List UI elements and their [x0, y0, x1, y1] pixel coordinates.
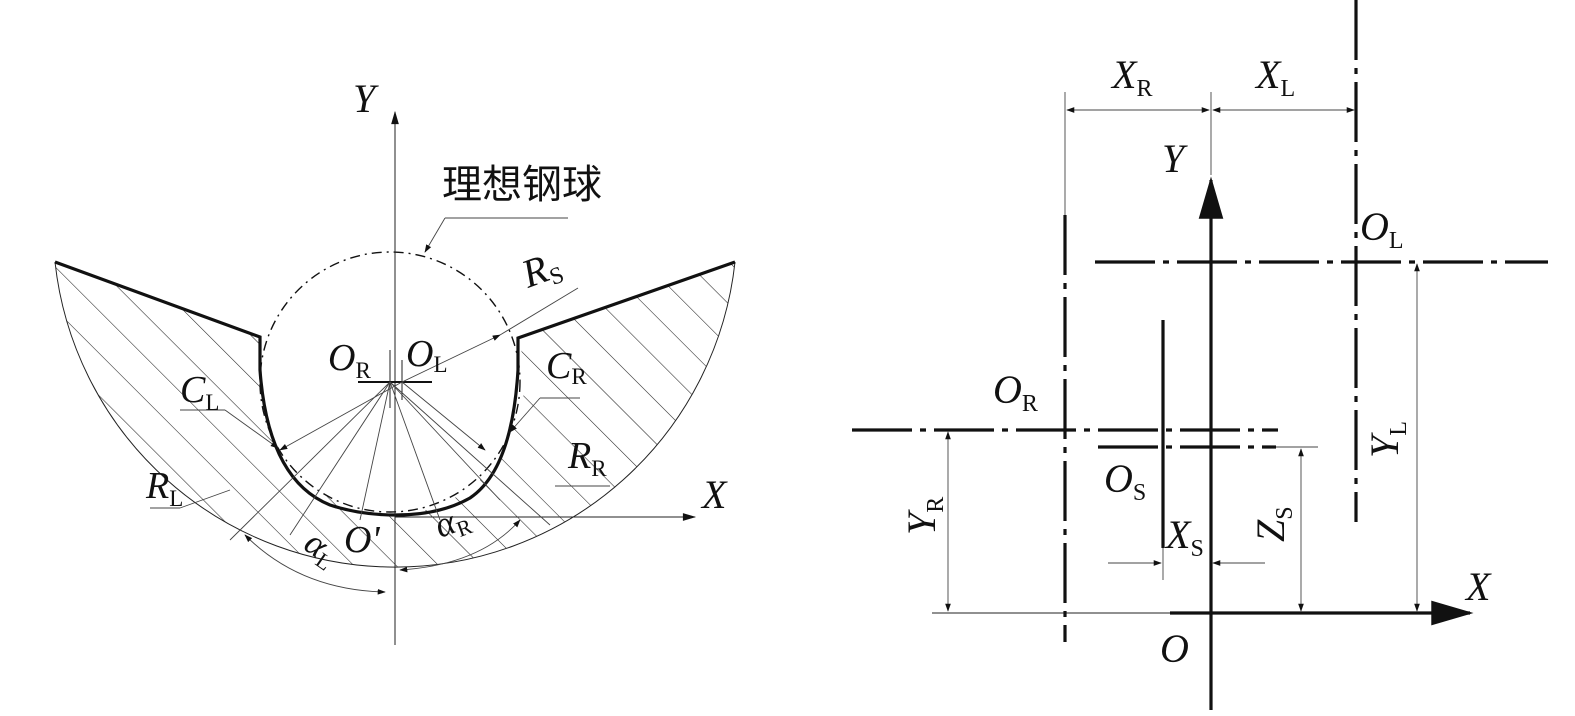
label-xl: XL [1254, 52, 1295, 102]
label-origin: O [1160, 626, 1189, 671]
left-y-axis-label: Y [353, 76, 379, 121]
label-rr: RR [567, 435, 607, 481]
left-groove-diagram: Y X 理想钢球 RS OR OL CL CR RL RR O' αL αR [54, 76, 736, 645]
label-zs: ZS [1248, 506, 1298, 542]
label-or-left: OR [328, 337, 371, 383]
label-yr: YR [899, 497, 949, 535]
label-o-prime: O' [344, 519, 380, 561]
label-cr: CR [546, 345, 587, 389]
label-cl: CL [180, 369, 219, 415]
hatched-ring-body [55, 262, 735, 568]
label-ol-right: OL [1360, 204, 1404, 254]
groove-profile [54, 260, 736, 517]
label-rl: RL [145, 465, 183, 511]
label-xr: XR [1110, 52, 1152, 102]
ideal-ball-label: 理想钢球 [442, 162, 602, 208]
left-x-axis-label: X [700, 472, 728, 517]
right-x-axis-label: X [1464, 564, 1492, 609]
label-yl: YL [1362, 421, 1412, 458]
label-os: OS [1104, 456, 1146, 506]
label-or-right: OR [993, 367, 1038, 417]
label-ol-left: OL [406, 333, 448, 377]
right-coordinate-diagram: XR XL Y X OL OR OS XS YR ZS YL O [852, 0, 1548, 710]
right-y-axis-label: Y [1162, 136, 1188, 181]
ideal-ball-circle [259, 251, 521, 513]
label-rs: RS [515, 241, 568, 299]
label-xs: XS [1164, 512, 1204, 562]
